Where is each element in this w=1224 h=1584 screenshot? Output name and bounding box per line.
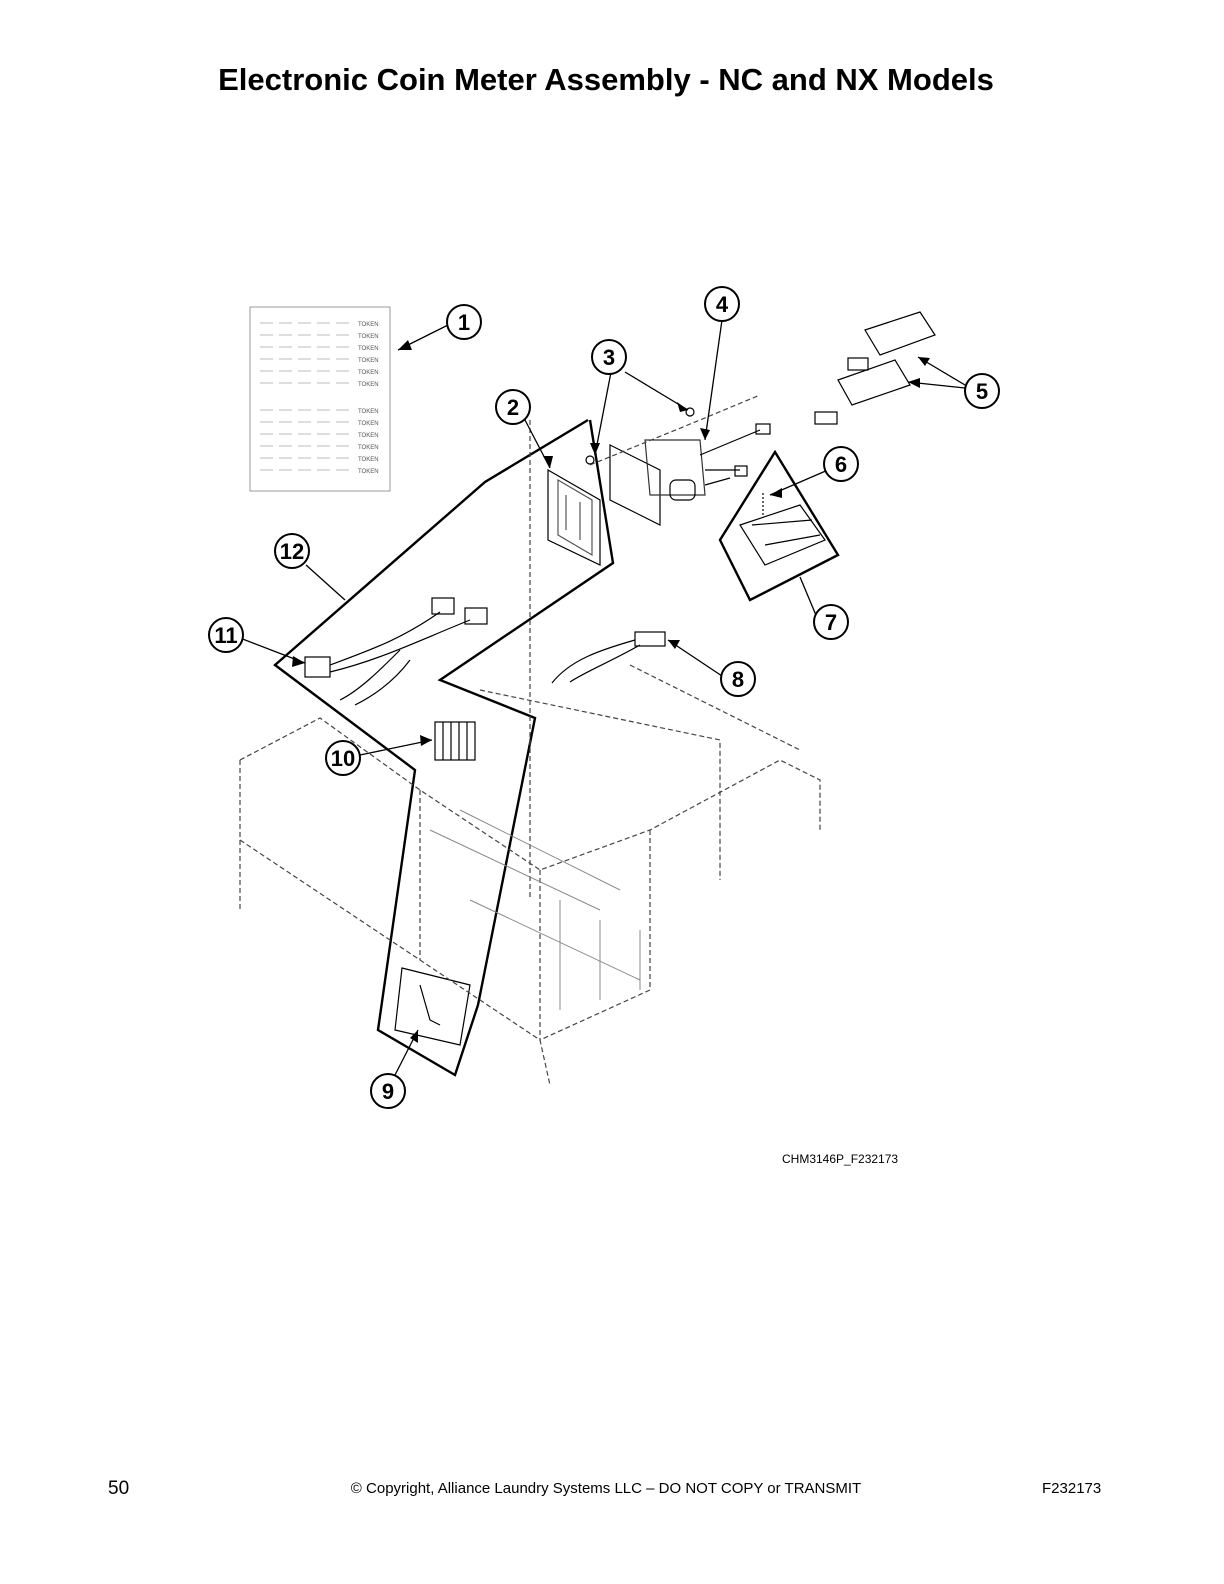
callout-number: 11 [214,623,237,648]
callout-circle [495,389,531,425]
token-label: TOKEN [358,433,379,439]
callout-circle [208,617,244,653]
callout-number: 7 [825,610,837,635]
callout-circle [591,339,627,375]
token-label: TOKEN [358,469,379,475]
token-decal-sheet [249,306,391,492]
callout-circle [370,1073,406,1109]
copyright-notice: © Copyright, Alliance Laundry Systems LL… [350,1480,862,1497]
group-outline-6-7 [718,449,840,602]
drawing-code: CHM3146P_F232173 [782,1152,899,1166]
coin-meter-bracket [547,468,601,566]
callout-number: 1 [458,310,470,335]
callout-circle [823,446,859,482]
token-label: TOKEN [358,382,379,388]
wire-harness-12 [304,597,488,706]
coin-drop-boards [814,311,936,425]
callout-number: 3 [603,345,615,370]
coin-meter [585,407,771,526]
callout-circle [964,373,1000,409]
document-id: F232173 [1042,1480,1102,1497]
page-title: Electronic Coin Meter Assembly - NC and … [218,62,994,97]
token-label: TOKEN [358,445,379,451]
wire-harness-8 [551,631,666,684]
callout-number: 8 [732,667,744,692]
arrowheads [292,340,930,1043]
callout-number: 6 [835,452,847,477]
token-labels: TOKEN TOKEN TOKEN TOKEN TOKEN TOKEN TOKEN TOKEN… [358,322,379,475]
callout-circle [446,304,482,340]
callout-number: 12 [280,539,304,564]
token-label: TOKEN [358,358,379,364]
group-outline [273,418,615,1077]
bracket-plate-9 [394,967,471,1046]
callout-number: 2 [507,395,519,420]
callout-circle [325,740,361,776]
token-label: TOKEN [358,421,379,427]
callout-number: 5 [976,379,988,404]
callout-circle [813,604,849,640]
callout-circle [274,533,310,569]
transformer [434,721,476,761]
token-label: TOKEN [358,322,379,328]
callout-number: 4 [716,292,729,317]
token-label: TOKEN [358,409,379,415]
callout-circle [720,661,756,697]
token-label: TOKEN [358,346,379,352]
token-label: TOKEN [358,334,379,340]
token-label: TOKEN [358,457,379,463]
leader-lines [239,319,966,1076]
machine-frame [239,394,821,1086]
token-holder [739,493,826,566]
callout-number: 10 [331,746,355,771]
token-label: TOKEN [358,370,379,376]
callout-number: 9 [382,1079,394,1104]
page-number: 50 [108,1478,130,1499]
callout-circle [704,286,740,322]
